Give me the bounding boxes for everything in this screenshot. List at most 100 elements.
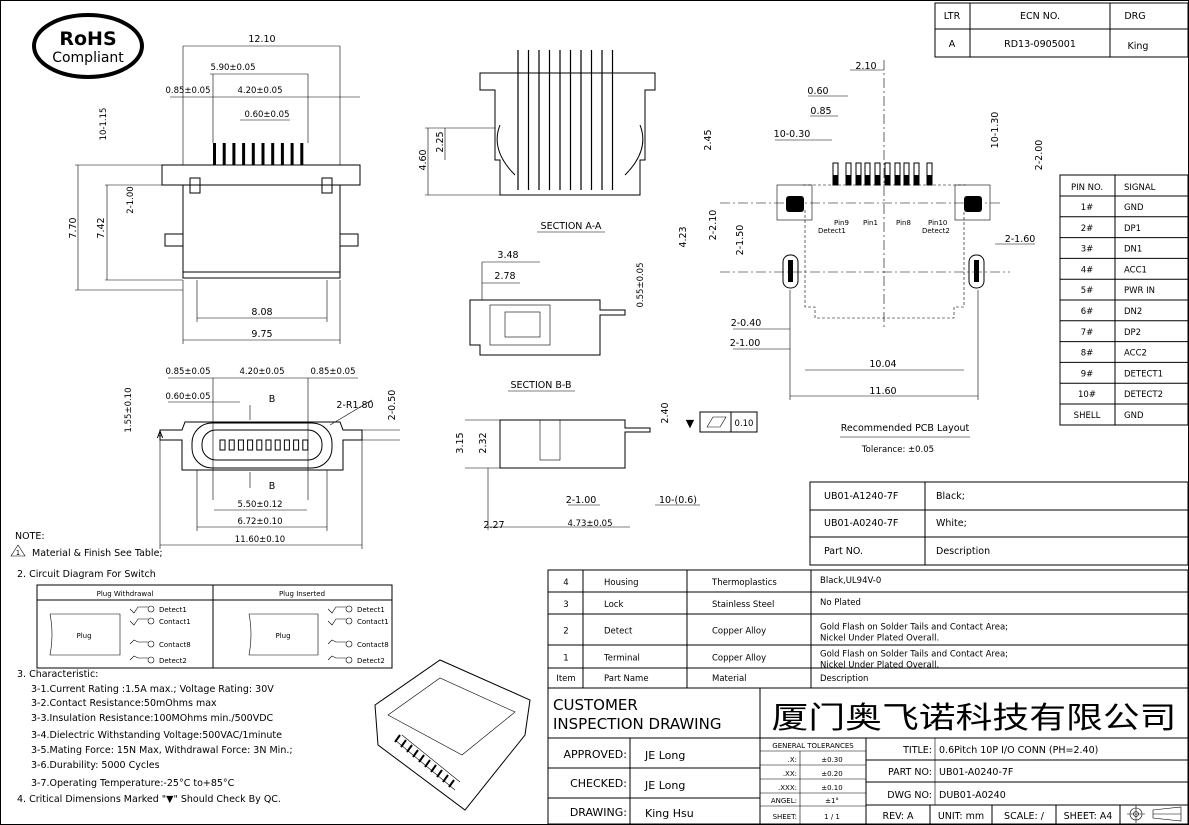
pin8-label: Pin8: [896, 219, 911, 227]
part-no-value: UB01-A0240-7F: [939, 767, 1013, 778]
top-view: 12.10 5.90±0.05 0.85±0.05 4.20±0.05 0.60…: [68, 34, 361, 344]
note-3-6: 3-6.Durability: 5000 Cycles: [31, 760, 160, 771]
mat-header-part: Part Name: [604, 674, 649, 684]
material-name: Copper Alloy: [712, 627, 766, 637]
material-description: Black,UL94V-0: [820, 576, 881, 586]
terminal-circle-icon: [147, 640, 155, 648]
iso-pin: [412, 749, 419, 758]
rev-header-ltr: LTR: [944, 11, 961, 22]
dim-4-20: 4.20±0.05: [238, 86, 283, 96]
pin-signal: ACC2: [1124, 349, 1147, 359]
dim-5-90: 5.90±0.05: [211, 63, 256, 73]
dim-10-1-30: 10-1.30: [990, 112, 1001, 149]
pin9-label: Pin9: [834, 219, 849, 227]
pcb-pad-fill: [914, 175, 919, 185]
mat-header-description: Description: [820, 674, 868, 684]
pcb-pad-fill: [927, 175, 932, 185]
revision-table: LTR ECN NO. DRG A RD13-0905001 King: [934, 2, 1189, 58]
dim-0-60: 0.60: [807, 86, 828, 97]
dim-0-60: 0.60±0.05: [245, 110, 290, 120]
top-view-pin: [222, 143, 226, 165]
company-name: 厦门奥飞诺科技有限公司: [772, 701, 1177, 736]
material-part-name: Lock: [604, 600, 623, 610]
top-view-pin: [251, 143, 255, 165]
front-view-contact: [256, 439, 263, 451]
top-view-pin: [280, 143, 284, 165]
dim-2-1-00: 2-1.00: [126, 186, 136, 213]
top-view-pin: [242, 143, 246, 165]
drawing-label: DRAWING:: [570, 806, 627, 819]
material-part-name: Terminal: [603, 654, 640, 664]
dim-1-55: 1.55±0.10: [124, 388, 134, 433]
dwg-no-value: DUB01-A0240: [939, 790, 1006, 801]
terminal-circle-icon: [147, 656, 155, 664]
front-view-contact: [219, 439, 226, 451]
pin-signal: DP1: [1124, 224, 1141, 234]
front-view-contact: [237, 439, 244, 451]
dim-3-15: 3.15: [455, 432, 466, 453]
dim-2-1-00: 2-1.00: [566, 495, 597, 506]
plug-label-withdrawal: Plug: [76, 632, 91, 640]
plug-label-inserted: Plug: [275, 632, 290, 640]
pin-number: 1#: [1081, 203, 1094, 213]
dim-2-2-00: 2-2.00: [1034, 140, 1045, 171]
terminal-circle-icon: [345, 656, 353, 664]
warning-triangle-icon: [10, 544, 26, 557]
dim-2-10: 2.10: [855, 61, 876, 72]
iso-pin: [430, 764, 437, 773]
pin-number: 2#: [1081, 224, 1094, 234]
section-b-b: 3.48 2.78 0.55±0.05 SECTION B-B: [469, 250, 646, 392]
part-desc-1: Black;: [936, 491, 965, 502]
front-view-contact: [293, 439, 300, 451]
dim-2-r1-80: 2-R1.80: [336, 400, 373, 411]
circuit-diagram: Plug Withdrawal Plug Inserted Plug Plug …: [36, 584, 393, 669]
switch-contact-inserted: [327, 606, 346, 614]
pin-number: 4#: [1081, 265, 1094, 275]
rev-value: REV: A: [882, 811, 914, 822]
note-2: 2. Circuit Diagram For Switch: [17, 569, 156, 580]
pcb-pad-fill: [895, 175, 900, 185]
tolerance-value: 1 / 1: [824, 813, 840, 821]
pin-header-no: PIN NO.: [1071, 183, 1103, 193]
pin-signal: DETECT2: [1124, 390, 1163, 400]
drawing-value: King Hsu: [645, 807, 694, 820]
pin-signal: ACC1: [1124, 265, 1147, 275]
pcb-tolerance: Tolerance: ±0.05: [861, 445, 934, 455]
note-3-2: 3-2.Contact Resistance:50mOhms max: [31, 698, 217, 709]
pin-signal: GND: [1124, 411, 1144, 421]
pin-number: 6#: [1081, 307, 1094, 317]
flatness-icon: [706, 416, 727, 428]
note-3-7: 3-7.Operating Temperature:-25°C to+85°C: [31, 778, 235, 789]
dim-2-27: 2.27: [483, 520, 504, 531]
top-view-pin: [232, 143, 236, 165]
rohs-compliant-text: Compliant: [52, 50, 124, 66]
dim-2-0-40: 2-0.40: [731, 318, 762, 329]
part-no-label: PART NO:: [888, 767, 932, 778]
dim-2-1-60: 2-1.60: [1005, 234, 1036, 245]
dim-0-85: 0.85±0.05: [166, 86, 211, 96]
tolerance-value: ±0.30: [821, 756, 842, 764]
pin-signal: GND: [1124, 203, 1144, 213]
unit-value: UNIT: mm: [938, 811, 984, 822]
checked-value: JE Long: [644, 779, 685, 792]
dim-4-23: 4.23: [678, 226, 689, 247]
section-marker-b-top: B: [269, 394, 276, 405]
dim-7-70: 7.70: [68, 217, 79, 238]
rev-header-ecn: ECN NO.: [1020, 11, 1060, 22]
switch-contact-inserted: [327, 639, 346, 645]
mat-header-material: Material: [712, 674, 747, 684]
tolerance-label: SHEET:: [773, 813, 797, 821]
terminal-circle-icon: [345, 617, 353, 625]
mat-header-item: Item: [556, 674, 575, 684]
pcb-pad-fill: [865, 175, 870, 185]
iso-pin: [436, 769, 443, 778]
dim-2-1-50: 2-1.50: [735, 225, 746, 256]
connector-3d-view: [374, 659, 531, 811]
pin-number: 8#: [1081, 349, 1094, 359]
dim-2-2-10: 2-2.10: [708, 210, 719, 241]
pin-signal: DN1: [1124, 245, 1142, 255]
material-item: 2: [563, 627, 568, 637]
dim-0-55: 0.55±0.05: [636, 263, 646, 308]
part-no-header: Part NO.: [824, 546, 863, 557]
rev-ltr: A: [949, 39, 956, 50]
